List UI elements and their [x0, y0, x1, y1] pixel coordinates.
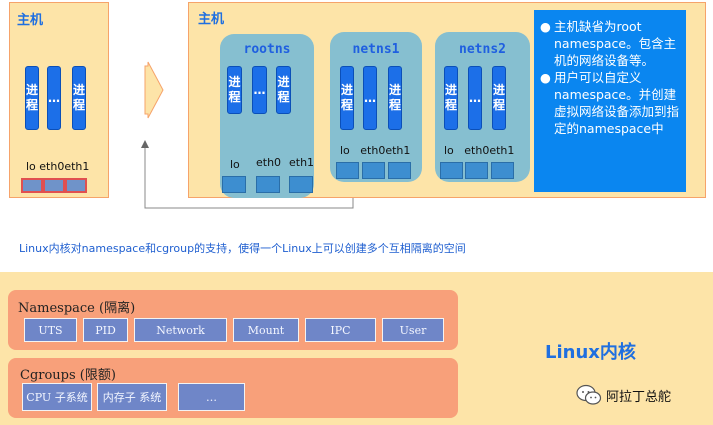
netns1-iface-lo	[336, 162, 359, 179]
connector-line	[144, 148, 354, 209]
cgroups-chip-more: …	[178, 383, 245, 411]
caption: Linux内核对namespace和cgroup的支持，使得一个Linux上可以…	[19, 242, 466, 255]
namespace-rootns-title: rootns	[243, 42, 291, 57]
namespace-chip-network: Network	[134, 318, 227, 342]
netns1-iface-eth1	[388, 162, 411, 179]
namespace-netns2-title: netns2	[459, 42, 506, 57]
netns2-process-2: 进程	[492, 66, 506, 130]
rootns-process-1: 进程	[227, 66, 242, 114]
namespace-group-title: Namespace (隔离)	[18, 301, 136, 316]
netns2-iface-label: lo eth0eth1	[444, 144, 515, 157]
rootns-iface-lo	[222, 176, 246, 193]
cgroups-chip-cpu: CPU 子系统	[22, 383, 92, 411]
netns2-iface-eth0	[465, 162, 488, 179]
namespace-chip-pid: PID	[83, 318, 128, 342]
notes-box: ● 主机缺省为root namespace。包含主机的网络设备等。 ● 用户可以…	[534, 10, 686, 192]
namespace-chip-uts: UTS	[24, 318, 77, 342]
netns2-process-1: 进程	[444, 66, 458, 130]
namespace-chip-user: User	[382, 318, 444, 342]
netns2-process-ellipsis: …	[468, 66, 482, 130]
left-process-2: 进程	[72, 66, 86, 130]
note-text: 主机缺省为root namespace。包含主机的网络设备等。	[554, 19, 677, 68]
rootns-iface-eth1	[289, 176, 313, 193]
namespace-rootns	[220, 34, 314, 198]
netns2-iface-eth1	[491, 162, 514, 179]
cgroups-group-title: Cgroups (限额)	[20, 368, 116, 383]
right-host-title: 主机	[198, 12, 225, 27]
rootns-iface-lo-label: lo	[230, 158, 240, 171]
bullet-icon: ●	[540, 19, 551, 34]
bullet-icon: ●	[540, 70, 551, 85]
left-process-ellipsis: …	[47, 66, 61, 130]
note-text: 用户可以自定义namespace。并创建虚拟网络设备添加到指定的namespac…	[554, 70, 680, 136]
wechat-logo	[576, 384, 602, 405]
left-iface-label: lo eth0eth1	[26, 160, 90, 173]
left-iface-lo	[21, 178, 43, 193]
netns2-iface-lo	[440, 162, 463, 179]
rootns-process-ellipsis: …	[252, 66, 267, 114]
connector-arrowhead	[141, 140, 149, 148]
right-arrow	[144, 61, 164, 119]
left-host-title: 主机	[17, 13, 44, 28]
netns1-process-1: 进程	[340, 66, 354, 130]
netns1-iface-eth0	[362, 162, 385, 179]
netns1-iface-label: lo eth0eth1	[340, 144, 411, 157]
rootns-iface-eth1-label: eth1	[289, 156, 315, 169]
note-item: ● 用户可以自定义namespace。并创建虚拟网络设备添加到指定的namesp…	[540, 69, 680, 137]
namespace-chip-ipc: IPC	[305, 318, 376, 342]
namespace-chip-mount: Mount	[233, 318, 299, 342]
rootns-iface-eth0	[256, 176, 280, 193]
watermark-text: 阿拉丁总舵	[606, 390, 672, 405]
note-item: ● 主机缺省为root namespace。包含主机的网络设备等。	[540, 18, 680, 69]
netns1-process-2: 进程	[388, 66, 402, 130]
left-process-1: 进程	[25, 66, 39, 130]
cgroups-chip-memory: 内存子 系统	[97, 383, 167, 411]
rootns-iface-eth0-label: eth0	[256, 156, 282, 169]
rootns-process-2: 进程	[276, 66, 291, 114]
kernel-title: Linux内核	[545, 342, 636, 363]
netns1-process-ellipsis: …	[363, 66, 377, 130]
left-iface-eth1	[65, 178, 87, 193]
namespace-netns1-title: netns1	[352, 42, 400, 57]
left-iface-eth0	[43, 178, 65, 193]
